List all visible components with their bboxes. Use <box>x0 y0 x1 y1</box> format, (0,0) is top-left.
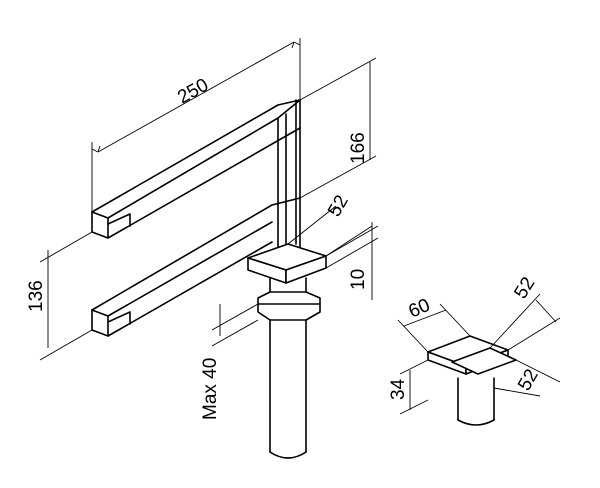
dimension-lines-main <box>39 38 379 361</box>
dim-handle-thickness: 10 <box>348 269 369 290</box>
lower-spout <box>91 197 301 337</box>
dim-height-above-handle: 166 <box>348 132 369 164</box>
dim-swivel-height: 136 <box>26 280 47 312</box>
handle-detail-view <box>397 293 561 426</box>
dim-handle-depth: 52 <box>510 274 539 303</box>
dim-spout-length: 250 <box>174 75 212 109</box>
faucet-body <box>247 99 327 459</box>
dim-handle-width-top: 52 <box>324 192 353 221</box>
dim-handle-width: 60 <box>405 295 433 323</box>
dim-max-deck-thickness: Max 40 <box>200 358 221 420</box>
dim-base-height: 34 <box>388 378 409 400</box>
upper-spout <box>91 99 301 256</box>
dim-base-depth: 52 <box>514 366 543 395</box>
